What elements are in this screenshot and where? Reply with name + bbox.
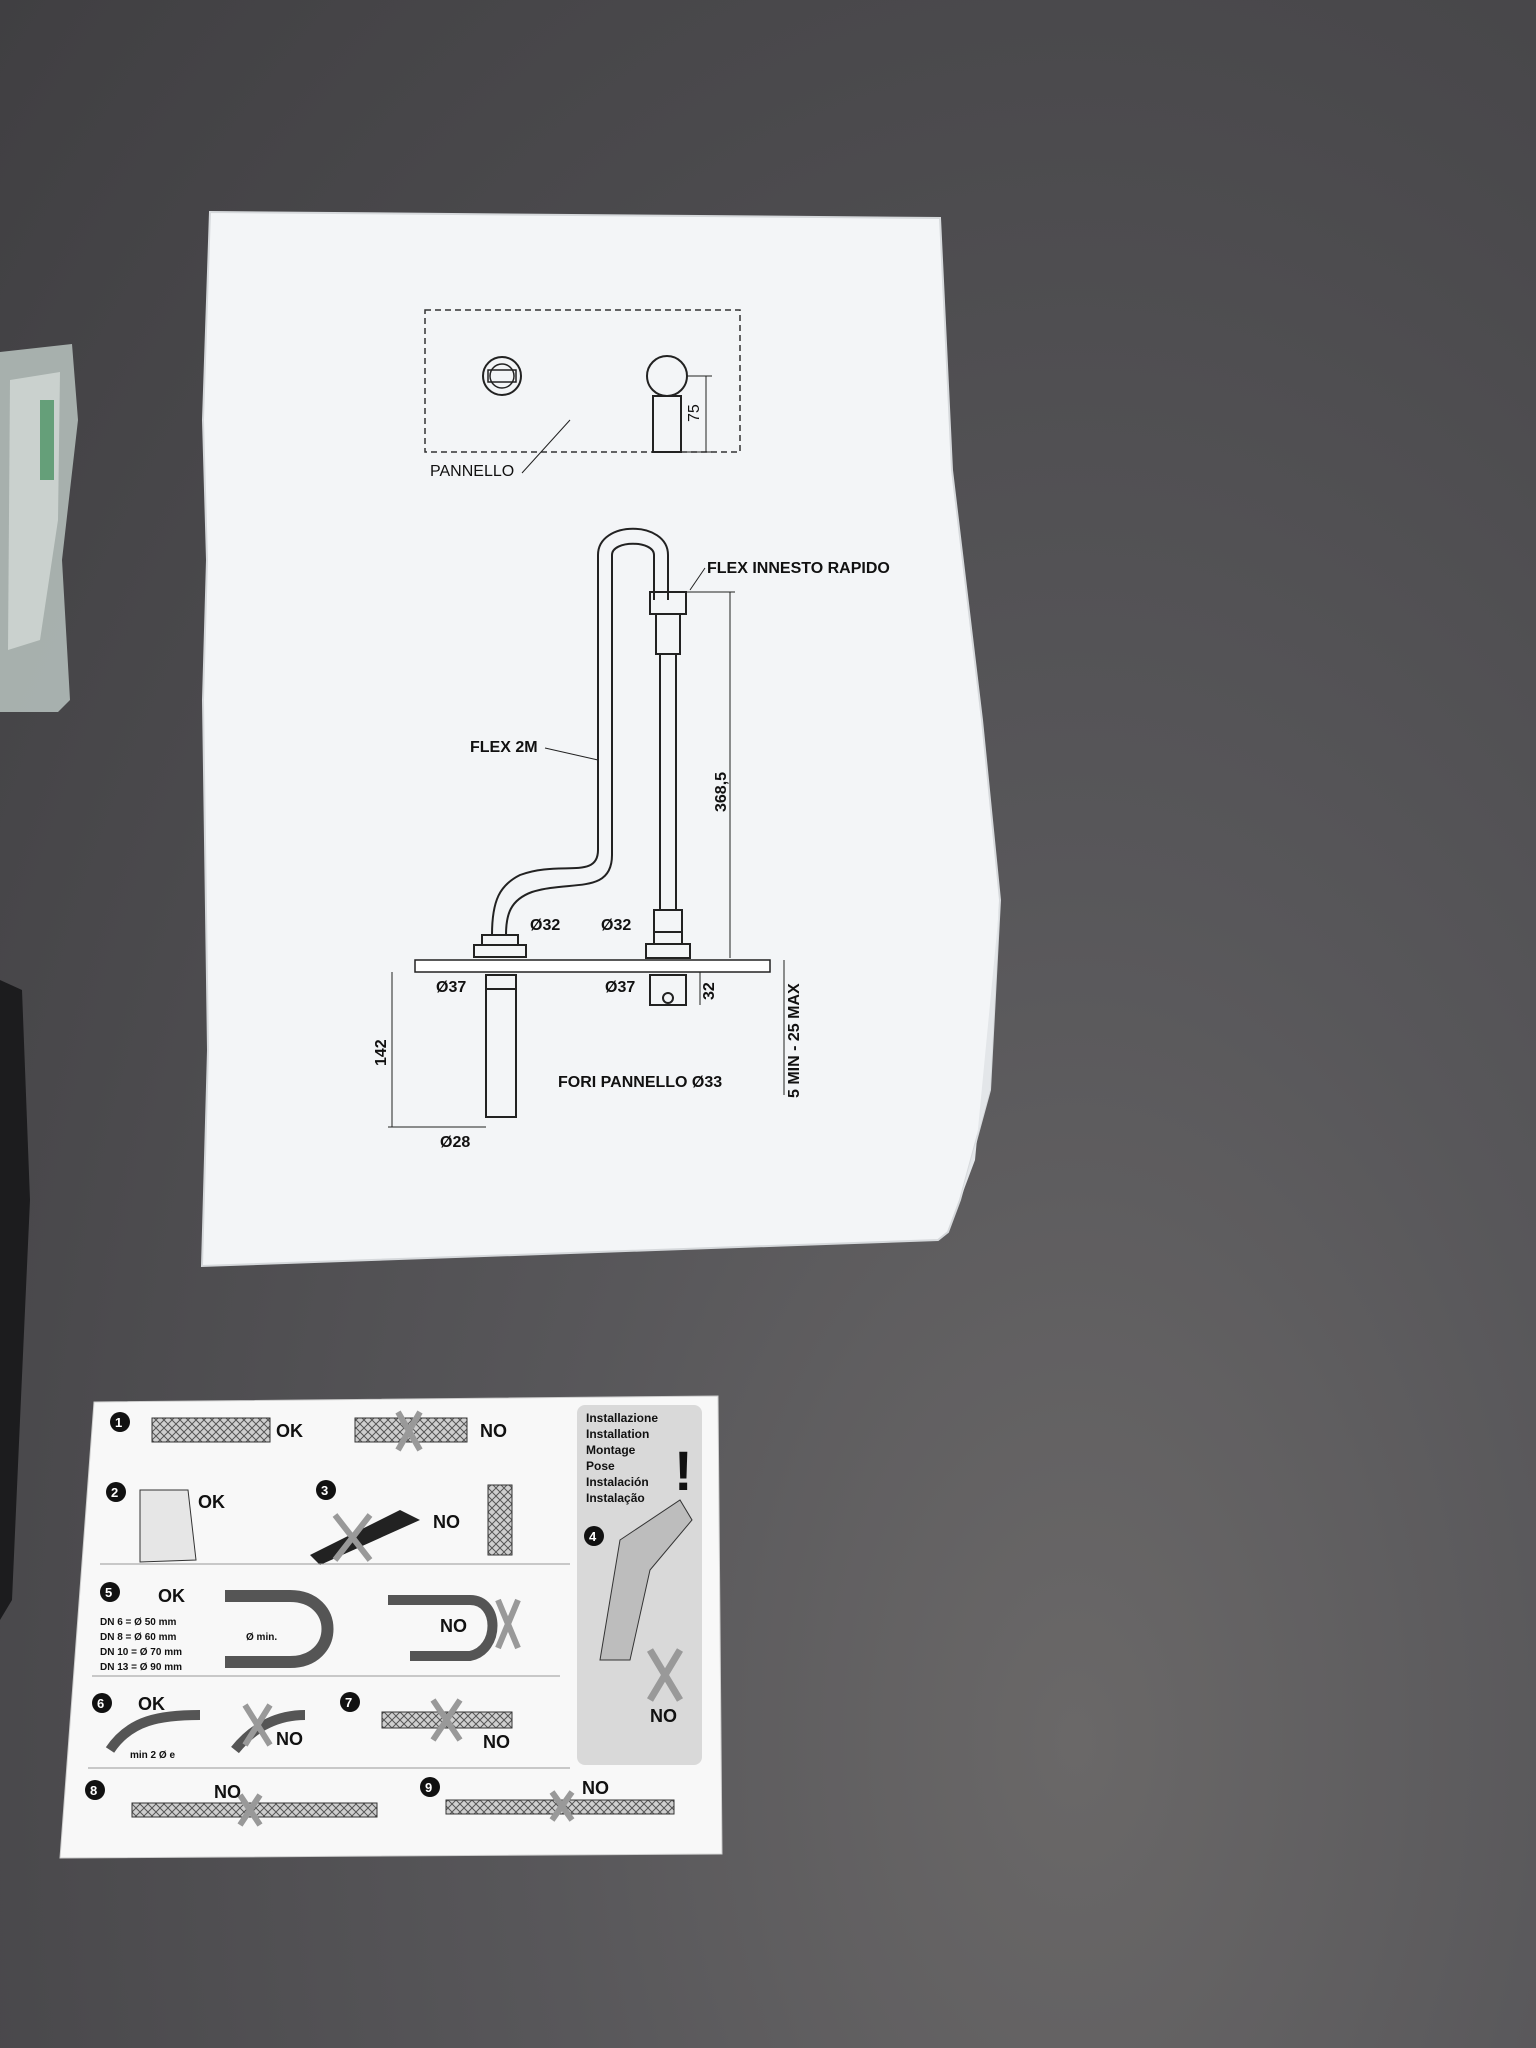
svg-text:DN 8 = Ø 60 mm: DN 8 = Ø 60 mm bbox=[100, 1632, 177, 1643]
svg-text:2: 2 bbox=[111, 1485, 118, 1500]
warning-icon: ! bbox=[674, 1439, 693, 1502]
min-bend-label: min 2 Ø e bbox=[130, 1750, 175, 1761]
step-1-badge bbox=[110, 1412, 130, 1432]
flex-quick-leader bbox=[689, 567, 706, 591]
wrench-illustration bbox=[310, 1510, 420, 1565]
svg-text:Installazione: Installazione bbox=[586, 1411, 658, 1425]
step-2-badge bbox=[106, 1482, 126, 1502]
svg-text:Instalación: Instalación bbox=[586, 1475, 649, 1489]
thickness-label: 5 MIN - 25 MAX bbox=[786, 983, 803, 1098]
step-1-ok: OK bbox=[276, 1421, 303, 1441]
faucet-install-illustration bbox=[599, 1499, 693, 1661]
dia-37-right: Ø37 bbox=[605, 979, 635, 996]
step-3-no: NO bbox=[433, 1512, 460, 1532]
dim-368: 368,5 bbox=[713, 772, 730, 812]
left-mount bbox=[473, 934, 527, 1118]
step-3-badge bbox=[316, 1480, 336, 1500]
curve-ok-illustration bbox=[105, 1710, 201, 1753]
step-6-badge bbox=[92, 1693, 112, 1713]
step-4-no: NO bbox=[650, 1706, 677, 1726]
panel-leader-line bbox=[521, 419, 571, 474]
step-6-ok: OK bbox=[138, 1694, 165, 1714]
flex-quick-label: FLEX INNESTO RAPIDO bbox=[707, 560, 890, 577]
svg-text:DN 13 = Ø 90 mm: DN 13 = Ø 90 mm bbox=[100, 1662, 182, 1673]
flex-2m-hose bbox=[491, 527, 669, 936]
svg-text:4: 4 bbox=[589, 1529, 597, 1544]
step-1-no: NO bbox=[480, 1421, 507, 1441]
step-8-no: NO bbox=[214, 1782, 241, 1802]
curve-no-illustration bbox=[231, 1710, 306, 1754]
hand-tighten-illustration bbox=[139, 1489, 197, 1563]
step-5-badge bbox=[100, 1582, 120, 1602]
dark-object-left bbox=[0, 980, 30, 1620]
instruction-card: 1 OK NO Installazione Installation Monta… bbox=[59, 1395, 723, 1859]
right-mount bbox=[645, 931, 691, 1006]
countertop-panel bbox=[414, 959, 771, 973]
svg-text:9: 9 bbox=[425, 1780, 432, 1795]
svg-text:Pose: Pose bbox=[586, 1459, 615, 1473]
diagram-sheet: 75 PANNELLO FLEX INNESTO RAPIDO FLEX 2M … bbox=[200, 210, 1002, 1268]
step-5-no: NO bbox=[440, 1616, 467, 1636]
step-9-no: NO bbox=[582, 1778, 609, 1798]
step-5-ok: OK bbox=[158, 1586, 185, 1606]
bend-no-illustration bbox=[388, 1595, 498, 1661]
install-titles: Installazione Installation Montage Pose … bbox=[586, 1411, 658, 1505]
svg-text:Instalação: Instalação bbox=[586, 1491, 645, 1505]
svg-text:3: 3 bbox=[321, 1483, 328, 1498]
svg-text:DN 10 = Ø 70 mm: DN 10 = Ø 70 mm bbox=[100, 1647, 182, 1658]
dim-142: 142 bbox=[373, 1039, 390, 1066]
step-4-badge bbox=[584, 1526, 604, 1546]
panel-label: PANNELLO bbox=[430, 463, 514, 480]
flex-2m-label: FLEX 2M bbox=[470, 739, 538, 756]
step-9-badge bbox=[420, 1777, 440, 1797]
step-8-badge bbox=[85, 1780, 105, 1800]
spout-top-view bbox=[646, 355, 712, 453]
svg-text:8: 8 bbox=[90, 1783, 97, 1798]
dim-32: 32 bbox=[701, 982, 718, 1000]
svg-text:1: 1 bbox=[115, 1415, 122, 1430]
flex-2m-leader bbox=[544, 747, 599, 761]
bend-ok-illustration bbox=[225, 1590, 334, 1668]
step-7-no: NO bbox=[483, 1732, 510, 1752]
dia-32-right: Ø32 bbox=[601, 917, 631, 934]
plastic-bag bbox=[0, 344, 78, 712]
dn-table: DN 6 = Ø 50 mm DN 8 = Ø 60 mm DN 10 = Ø … bbox=[100, 1617, 182, 1673]
handle-knob bbox=[482, 356, 522, 396]
dia-37-left: Ø37 bbox=[436, 979, 466, 996]
min-dia-label: Ø min. bbox=[246, 1632, 277, 1643]
svg-text:DN 6 = Ø 50 mm: DN 6 = Ø 50 mm bbox=[100, 1617, 177, 1628]
svg-text:Montage: Montage bbox=[586, 1443, 636, 1457]
step-6-no: NO bbox=[276, 1729, 303, 1749]
svg-text:Installation: Installation bbox=[586, 1427, 649, 1441]
svg-text:6: 6 bbox=[97, 1696, 104, 1711]
dia-28: Ø28 bbox=[440, 1134, 470, 1151]
step-7-badge bbox=[340, 1692, 360, 1712]
hose-ok-illustration bbox=[151, 1417, 271, 1443]
dim-75: 75 bbox=[686, 404, 703, 422]
panel-rectangle bbox=[424, 309, 741, 453]
holes-label: FORI PANNELLO Ø33 bbox=[558, 1074, 722, 1091]
fitting-illustration bbox=[487, 1484, 513, 1556]
dia-32-left: Ø32 bbox=[530, 917, 560, 934]
svg-text:7: 7 bbox=[345, 1695, 352, 1710]
step-2-ok: OK bbox=[198, 1492, 225, 1512]
svg-text:5: 5 bbox=[105, 1585, 112, 1600]
